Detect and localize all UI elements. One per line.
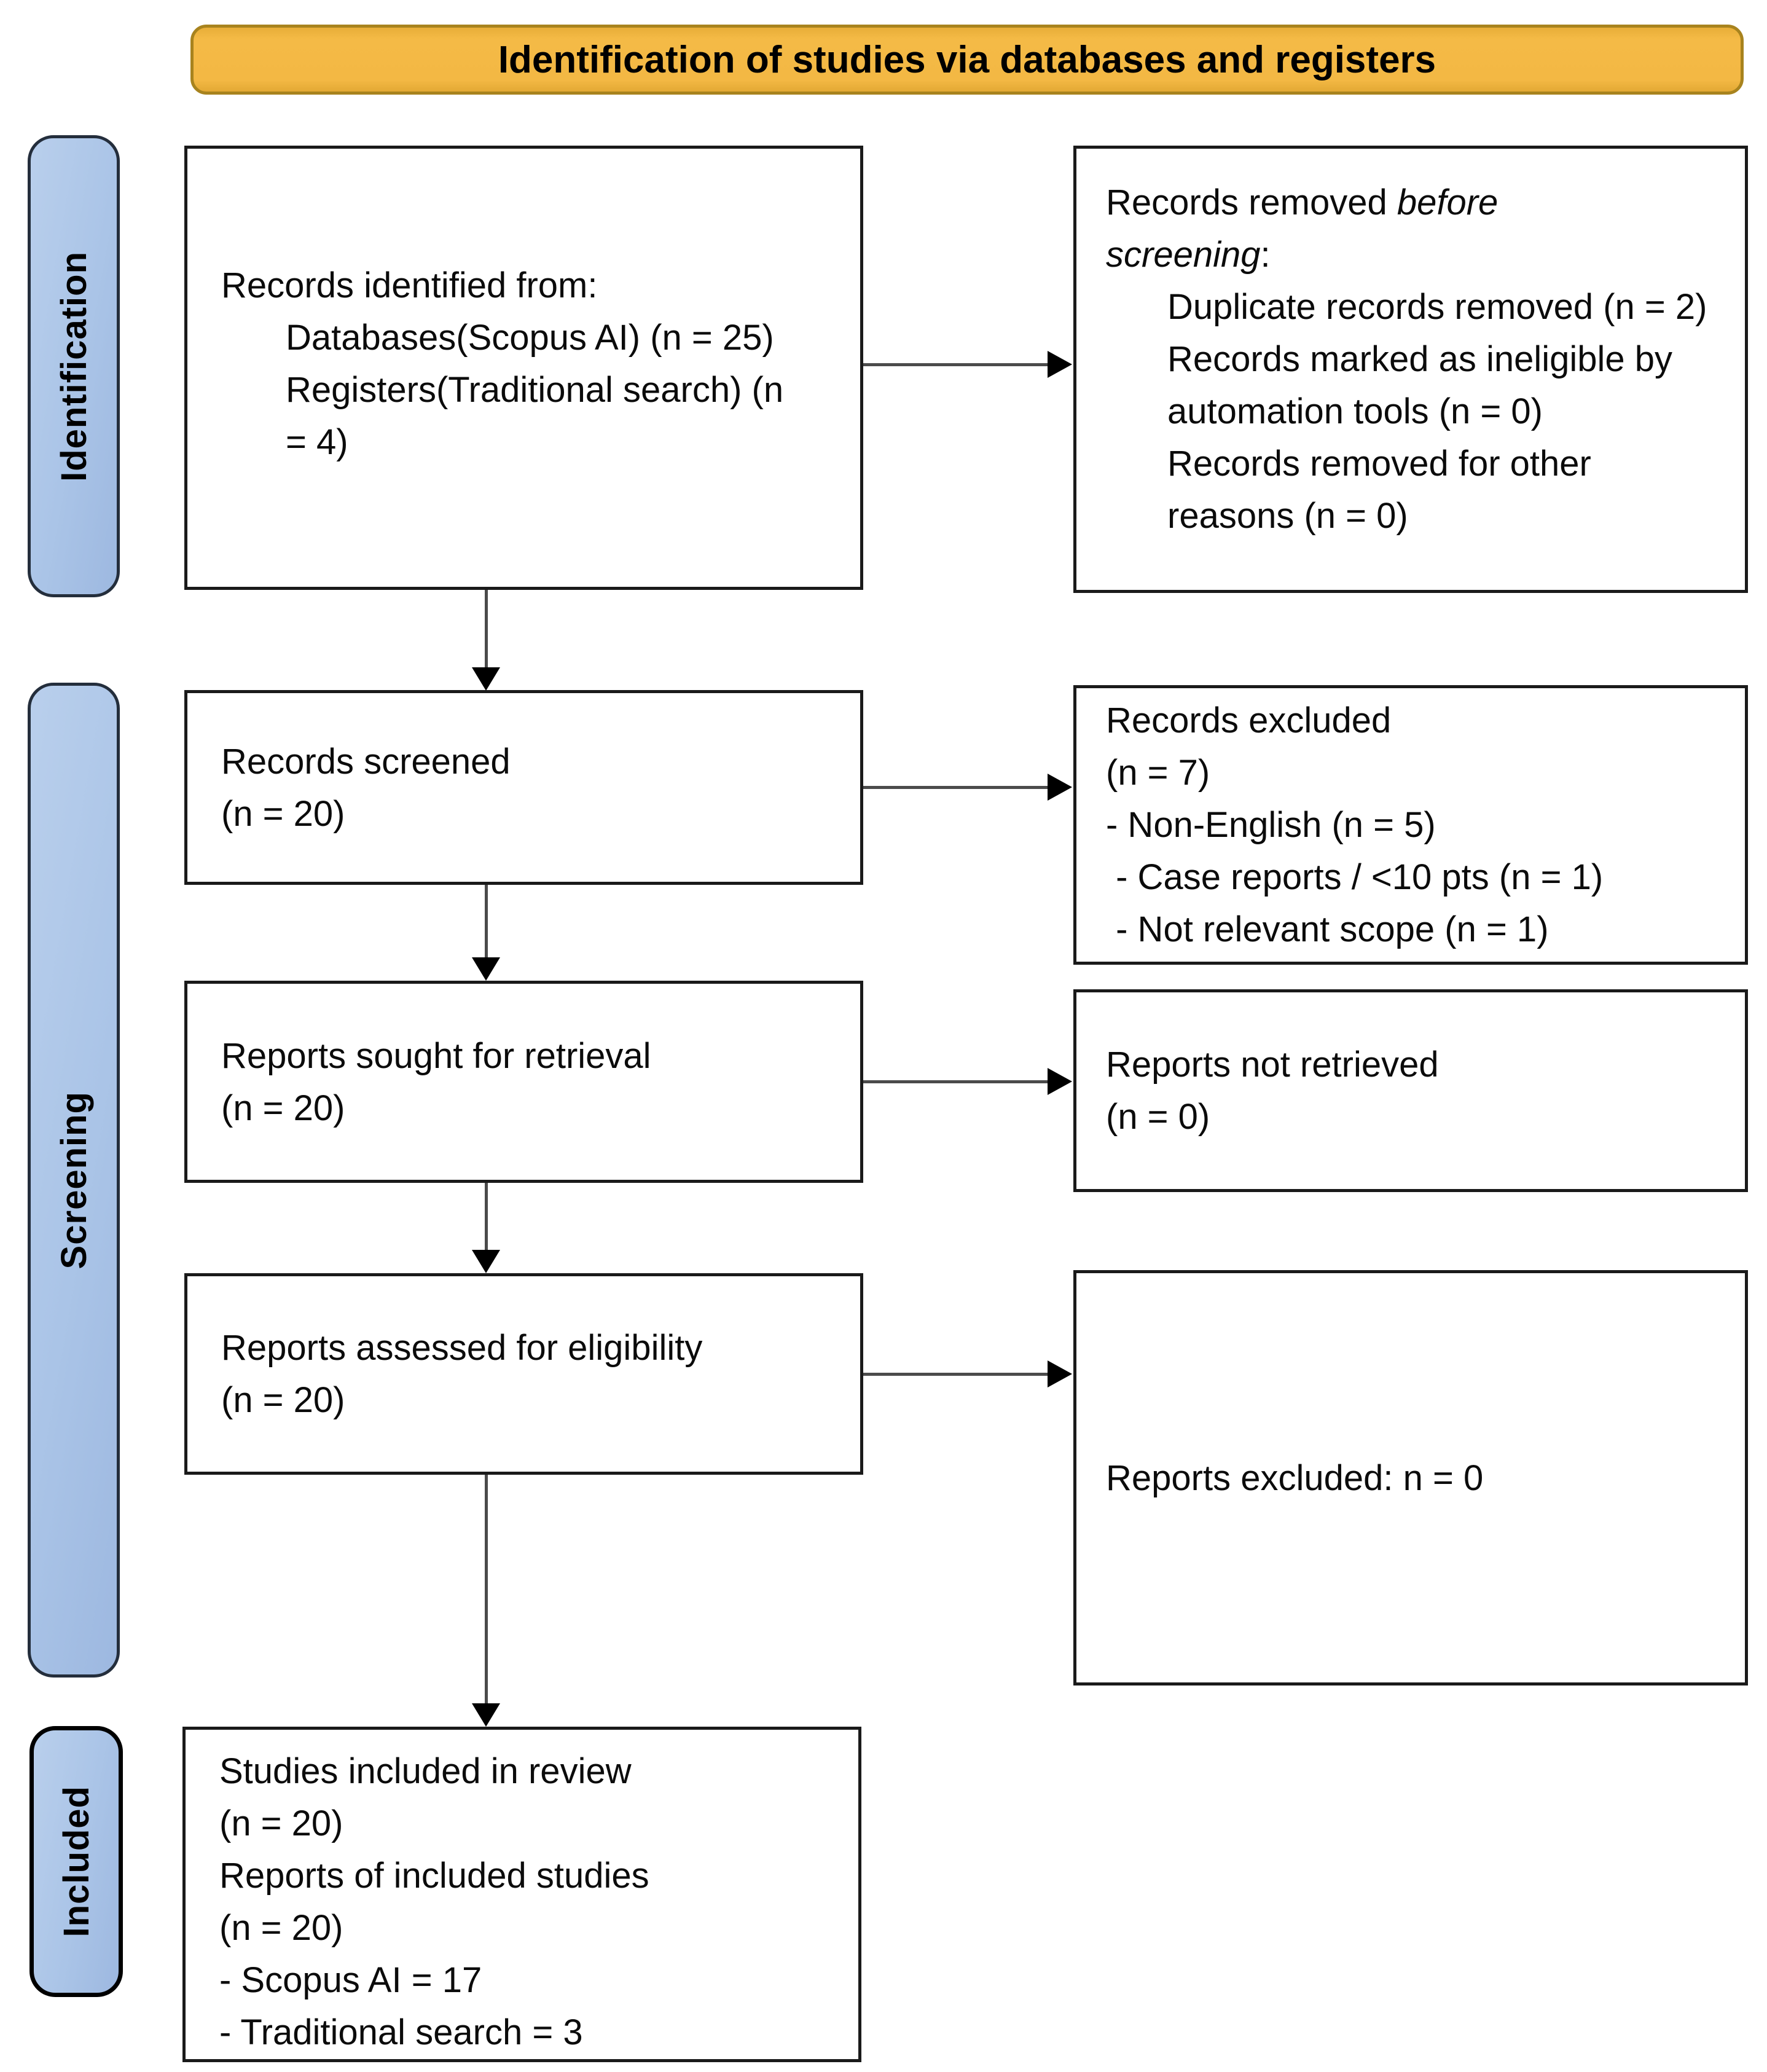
arrow-line-assessed-to-included: [485, 1475, 488, 1705]
records-removed-heading-italic: before screening: [1106, 182, 1499, 275]
records-excluded-reason-case-reports: - Case reports / <10 pts (n = 1): [1106, 857, 1604, 897]
reports-assessed-box: Reports assessed for eligibility (n = 20…: [184, 1273, 863, 1475]
reports-assessed-label: Reports assessed for eligibility: [221, 1328, 703, 1368]
arrowhead-down-icon: [472, 957, 500, 981]
records-identified-box: Records identified from: Databases(Scopu…: [184, 146, 863, 590]
stage-included: Included: [29, 1726, 123, 1997]
arrowhead-right-icon: [1048, 351, 1072, 378]
records-screened-count: (n = 20): [221, 793, 345, 834]
reports-assessed-count: (n = 20): [221, 1380, 345, 1420]
arrowhead-down-icon: [472, 1250, 500, 1273]
studies-included-line3: Reports of included studies: [219, 1856, 649, 1896]
stage-identification: Identification: [28, 135, 120, 597]
reports-excluded-label: Reports excluded: n = 0: [1106, 1458, 1484, 1498]
stage-identification-label: Identification: [53, 251, 94, 482]
reports-not-retrieved-count: (n = 0): [1106, 1097, 1210, 1137]
records-removed-duplicates: Duplicate records removed (n = 2): [1167, 287, 1707, 327]
reports-sought-box: Reports sought for retrieval (n = 20): [184, 981, 863, 1183]
records-identified-heading: Records identified from:: [221, 265, 598, 305]
records-removed-box: Records removed before screening: Duplic…: [1073, 146, 1748, 593]
studies-included-line1: Studies included in review: [219, 1751, 632, 1791]
arrow-line-sought-to-assessed: [485, 1183, 488, 1251]
records-removed-heading-suffix: :: [1260, 235, 1271, 275]
records-excluded-box: Records excluded (n = 7) - Non-English (…: [1073, 685, 1748, 965]
records-identified-registers: Registers(Traditional search) (n = 4): [286, 370, 784, 462]
arrowhead-right-icon: [1048, 1068, 1072, 1095]
reports-excluded-box: Reports excluded: n = 0: [1073, 1270, 1748, 1685]
arrowhead-right-icon: [1048, 1360, 1072, 1387]
arrowhead-down-icon: [472, 667, 500, 691]
reports-not-retrieved-label: Reports not retrieved: [1106, 1045, 1439, 1085]
studies-included-box: Studies included in review (n = 20) Repo…: [182, 1727, 861, 2062]
arrow-line-screened-to-sought: [485, 885, 488, 959]
banner-title: Identification of studies via databases …: [498, 38, 1436, 81]
records-removed-heading: Records removed before screening:: [1106, 176, 1616, 281]
banner: Identification of studies via databases …: [190, 25, 1744, 95]
records-removed-automation: Records marked as ineligible by automati…: [1167, 339, 1673, 431]
stage-included-label: Included: [56, 1786, 96, 1937]
records-screened-box: Records screened (n = 20): [184, 690, 863, 885]
reports-sought-count: (n = 20): [221, 1088, 345, 1128]
arrow-line-screened-to-excluded: [863, 786, 1049, 789]
studies-included-line4: (n = 20): [219, 1908, 343, 1948]
records-excluded-reason-non-english: - Non-English (n = 5): [1106, 805, 1436, 845]
records-screened-label: Records screened: [221, 741, 511, 782]
studies-included-traditional: - Traditional search = 3: [219, 2012, 583, 2052]
records-removed-other: Records removed for other reasons (n = 0…: [1167, 444, 1591, 536]
studies-included-scopus: - Scopus AI = 17: [219, 1960, 482, 2000]
records-identified-databases: Databases(Scopus AI) (n = 25): [286, 318, 774, 358]
records-excluded-count: (n = 7): [1106, 753, 1210, 793]
reports-not-retrieved-box: Reports not retrieved (n = 0): [1073, 989, 1748, 1192]
arrow-line-assessed-to-excluded: [863, 1373, 1049, 1376]
records-excluded-reason-not-relevant: - Not relevant scope (n = 1): [1106, 909, 1549, 949]
arrowhead-right-icon: [1048, 774, 1072, 801]
stage-screening-label: Screening: [53, 1091, 94, 1269]
arrow-line-identified-to-screened: [485, 590, 488, 669]
arrow-line-identified-to-removed: [863, 363, 1049, 366]
stage-screening: Screening: [28, 683, 120, 1678]
studies-included-line2: (n = 20): [219, 1803, 343, 1843]
arrow-line-sought-to-not-retrieved: [863, 1080, 1049, 1083]
records-excluded-label: Records excluded: [1106, 700, 1392, 740]
reports-sought-label: Reports sought for retrieval: [221, 1035, 651, 1076]
arrowhead-down-icon: [472, 1703, 500, 1727]
records-removed-heading-prefix: Records removed: [1106, 182, 1397, 222]
